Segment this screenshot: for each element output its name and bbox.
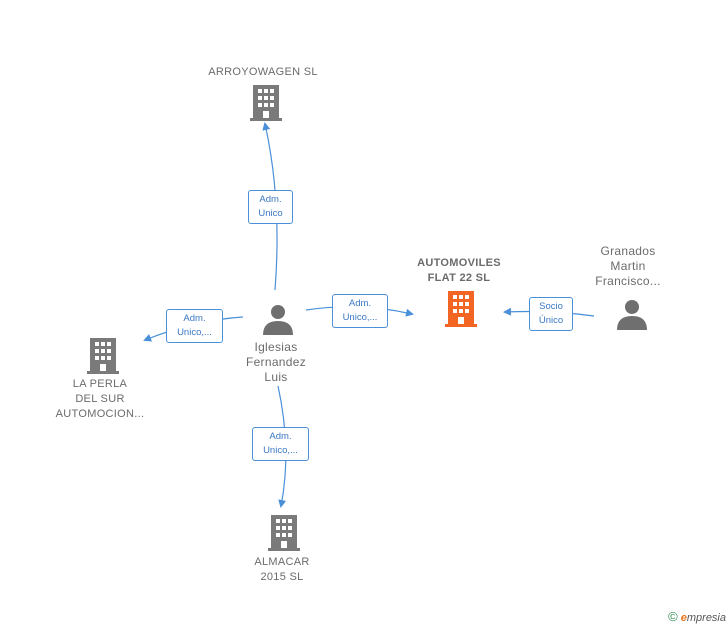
company-label-almacar[interactable]: ALMACAR 2015 SL	[254, 556, 310, 583]
copyright-icon: ©	[668, 609, 678, 624]
person-label-granados[interactable]: Granados Martin Francisco...	[595, 244, 661, 288]
brand-name: mpresia	[686, 612, 726, 624]
person-icon-iglesias[interactable]	[262, 303, 294, 335]
company-label-automoviles[interactable]: AUTOMOVILES FLAT 22 SL	[417, 257, 501, 284]
brand-initial: e	[680, 612, 687, 624]
building-icon-arroyowagen[interactable]	[250, 85, 282, 121]
building-icon-la-perla[interactable]	[87, 338, 119, 374]
building-icon-almacar[interactable]	[268, 515, 300, 551]
company-label-la-perla[interactable]: LA PERLA DEL SUR AUTOMOCION...	[55, 378, 145, 420]
person-label-iglesias[interactable]: Iglesias Fernandez Luis	[245, 340, 307, 384]
edge-label-socio: Socio Único	[529, 297, 573, 331]
empresia-watermark: ©empresia	[668, 609, 726, 624]
edge-label-la-perla: Adm. Unico,...	[166, 309, 223, 343]
company-label-arroyowagen[interactable]: ARROYOWAGEN SL	[208, 66, 318, 78]
person-icon-granados[interactable]	[616, 298, 648, 330]
edge-label-almacar: Adm. Unico,...	[252, 427, 309, 461]
edge-label-arroyowagen: Adm. Unico	[248, 190, 293, 224]
building-icon-automoviles[interactable]	[445, 291, 477, 327]
edge-label-automoviles: Adm. Unico,...	[332, 294, 388, 328]
